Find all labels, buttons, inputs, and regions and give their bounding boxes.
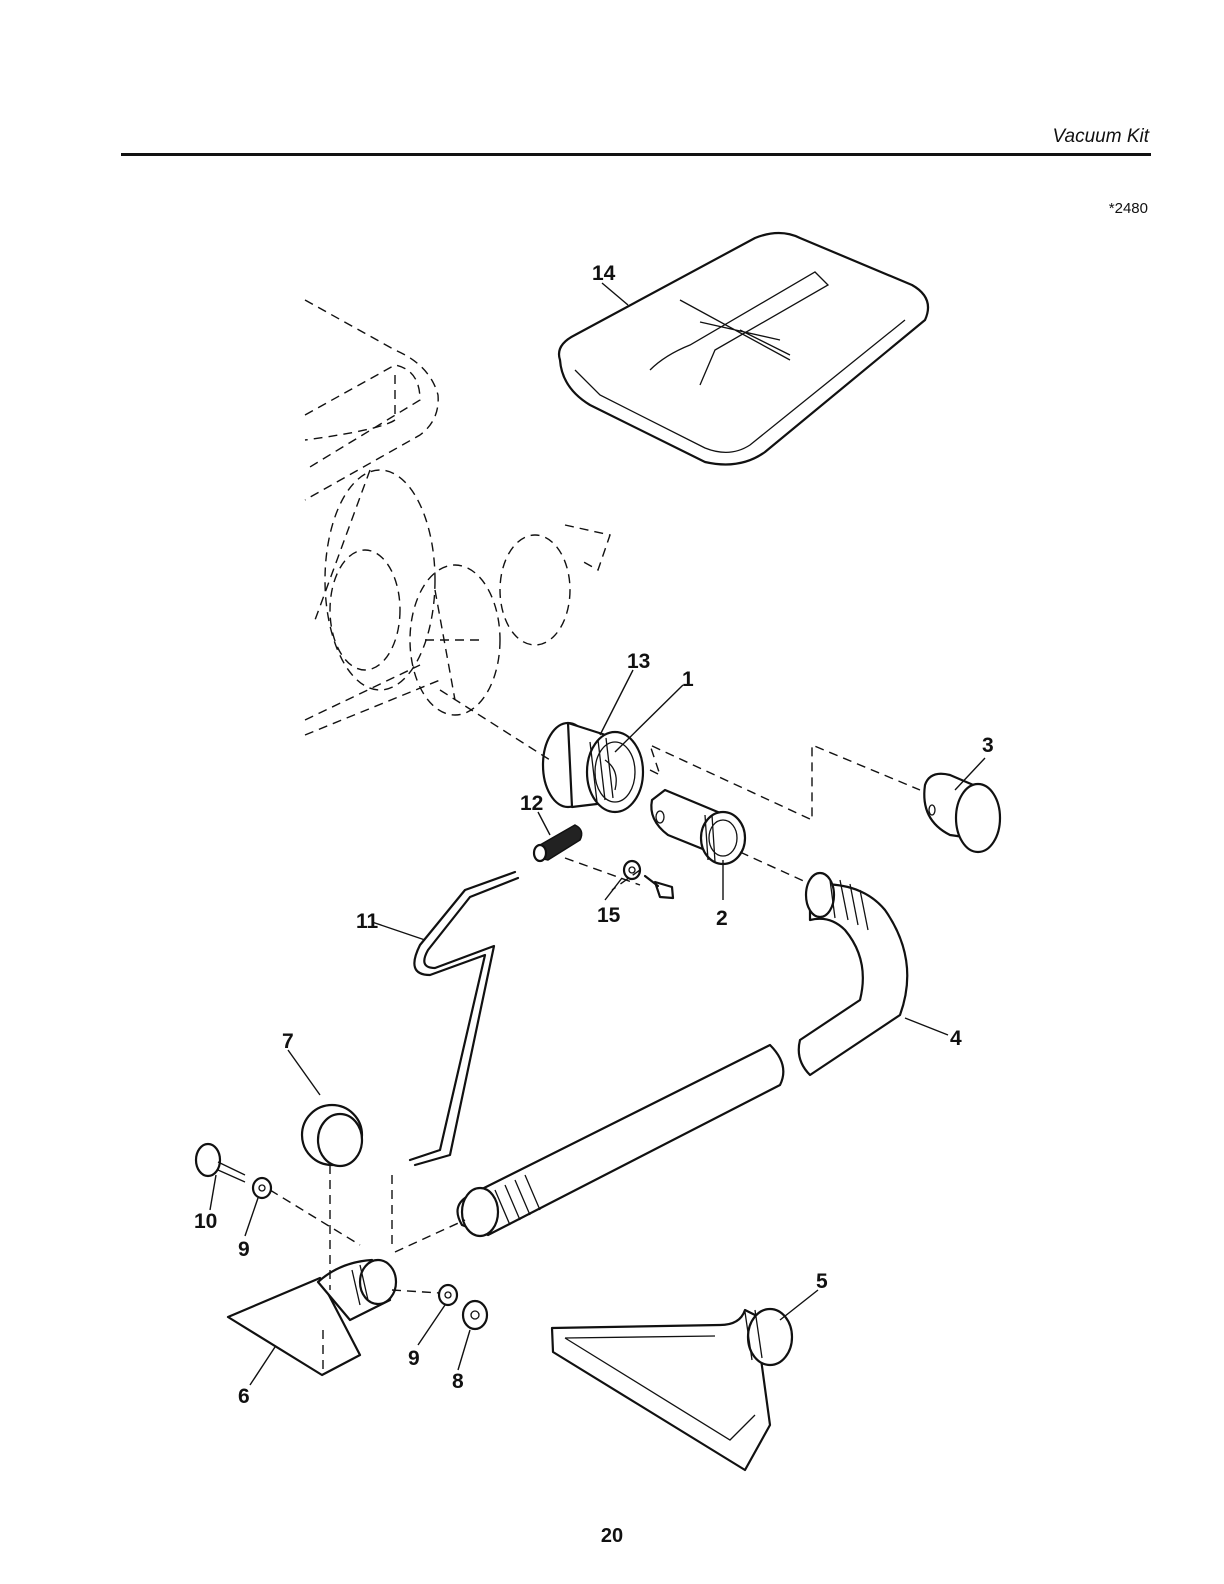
callout-8: 8 bbox=[452, 1370, 464, 1393]
part-12-hose-barb bbox=[534, 825, 582, 861]
callout-9: 9 bbox=[408, 1347, 420, 1370]
part-10-bolt bbox=[196, 1144, 245, 1182]
callouts: 1 2 3 4 5 6 7 8 9 9 10 11 12 13 14 15 bbox=[194, 262, 994, 1408]
part-15-screw-washer bbox=[624, 861, 673, 898]
leader-lines bbox=[210, 283, 985, 1385]
callout-11: 11 bbox=[356, 910, 379, 933]
callout-7: 7 bbox=[282, 1030, 294, 1053]
part-1-flange-adapter bbox=[543, 723, 643, 812]
callout-10: 10 bbox=[194, 1210, 217, 1233]
part-8-nut bbox=[463, 1301, 487, 1329]
part-6-nozzle bbox=[228, 1260, 396, 1375]
part-2-coupling-tube bbox=[651, 790, 745, 864]
callout-5: 5 bbox=[816, 1270, 828, 1293]
callout-4: 4 bbox=[950, 1027, 962, 1050]
callout-6: 6 bbox=[238, 1385, 250, 1408]
part-5-wide-nozzle bbox=[552, 1309, 792, 1470]
part-11-tube bbox=[410, 872, 518, 1165]
callout-12: 12 bbox=[520, 792, 543, 815]
callout-9: 9 bbox=[238, 1238, 250, 1261]
callout-13: 13 bbox=[627, 650, 650, 673]
part-4-hose bbox=[458, 873, 908, 1236]
part-3-end-cap bbox=[924, 774, 1000, 852]
callout-2: 2 bbox=[716, 907, 728, 930]
callout-15: 15 bbox=[597, 904, 621, 927]
callout-14: 14 bbox=[592, 262, 616, 285]
callout-3: 3 bbox=[982, 734, 994, 757]
part-7-clamp bbox=[302, 1105, 362, 1166]
callout-1: 1 bbox=[682, 668, 694, 691]
